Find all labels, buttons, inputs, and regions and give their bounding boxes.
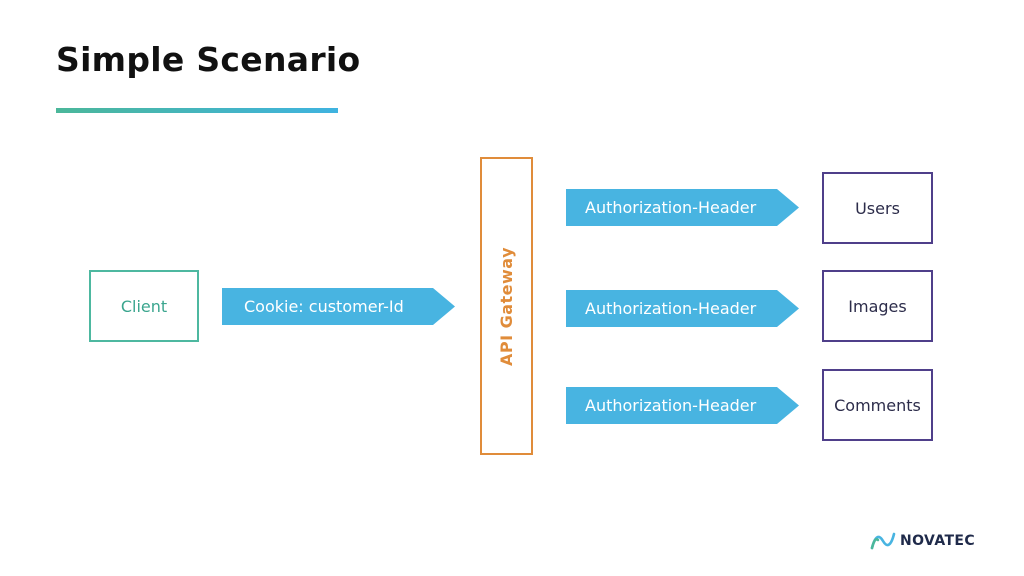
- auth-arrow-label: Authorization-Header: [585, 198, 757, 217]
- users-service-box: Users: [822, 172, 933, 244]
- auth-arrow-label: Authorization-Header: [585, 299, 757, 318]
- service-label: Images: [848, 296, 907, 316]
- title-underline: [56, 108, 338, 113]
- auth-arrow-images: Authorization-Header: [566, 290, 799, 327]
- auth-arrow-label: Authorization-Header: [585, 396, 757, 415]
- slide-title: Simple Scenario: [56, 40, 361, 79]
- images-service-box: Images: [822, 270, 933, 342]
- comments-service-box: Comments: [822, 369, 933, 441]
- service-label: Comments: [834, 395, 921, 415]
- api-gateway-label: API Gateway: [497, 246, 517, 366]
- auth-arrow-comments: Authorization-Header: [566, 387, 799, 424]
- novatec-logo-icon: [870, 532, 896, 550]
- client-label: Client: [120, 296, 168, 316]
- cookie-arrow: Cookie: customer-Id: [222, 288, 455, 325]
- novatec-logo: NOVATEC: [870, 530, 975, 552]
- service-label: Users: [855, 198, 900, 218]
- logo-text: NOVATEC: [900, 533, 976, 549]
- client-box: Client: [89, 270, 199, 342]
- auth-arrow-users: Authorization-Header: [566, 189, 799, 226]
- api-gateway-box: API Gateway: [480, 157, 533, 455]
- cookie-arrow-label: Cookie: customer-Id: [244, 297, 404, 316]
